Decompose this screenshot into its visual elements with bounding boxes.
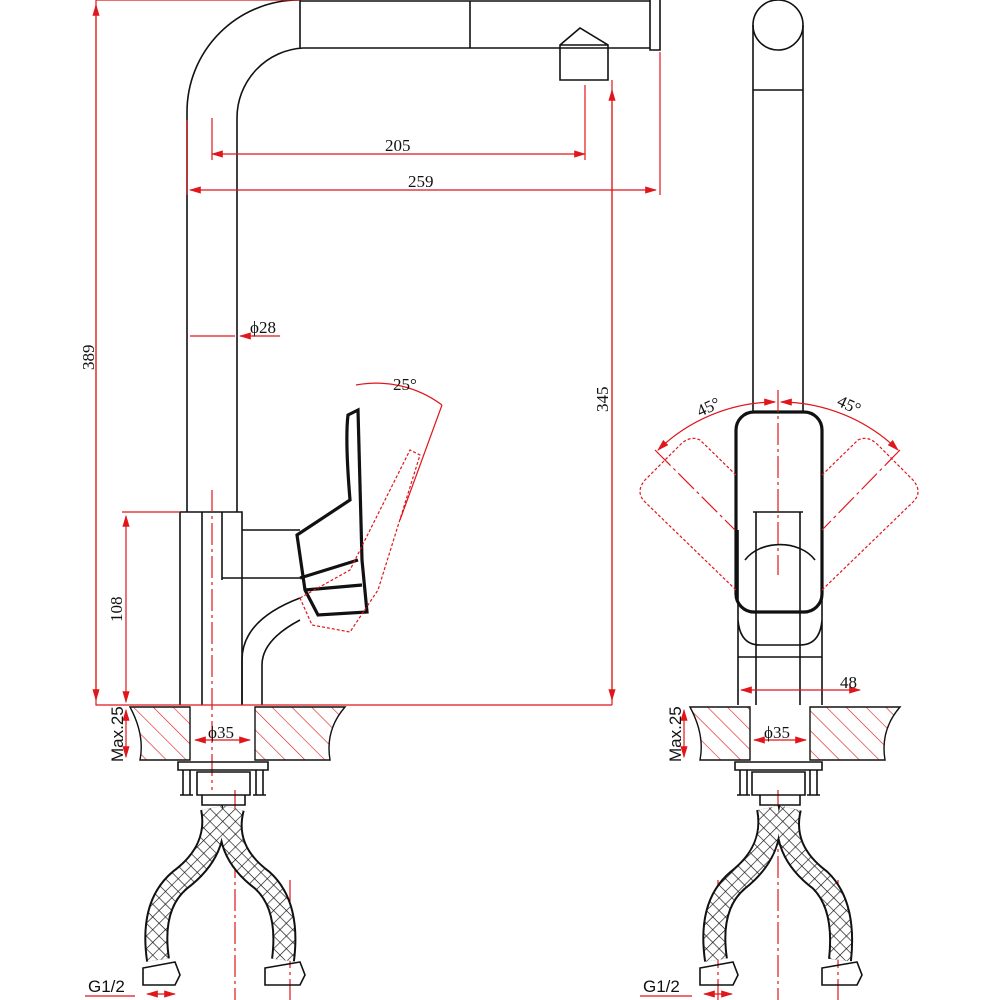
dim-deck-thickness: Max.25 <box>108 706 127 762</box>
braided-hose-front-pattern <box>704 805 852 962</box>
deck-section <box>128 706 347 761</box>
mounting-kit-front <box>734 761 823 806</box>
spout-horizontal <box>299 0 661 51</box>
dim-deck-thickness-front: Max.25 <box>666 706 685 762</box>
spout-top <box>752 0 804 51</box>
center-lines-front <box>654 390 901 1000</box>
braided-hose-pattern <box>146 805 295 962</box>
dimension-extension-reach <box>186 52 661 195</box>
dim-thread-front: G1/2 <box>643 977 680 996</box>
side-view: 205 259 389 345 ϕ28 25° 108 Max.25 ϕ35 G… <box>79 0 661 1000</box>
dim-spout-reach: 205 <box>385 136 411 155</box>
dim-total-height: 389 <box>79 345 98 371</box>
outlet-pipe <box>241 597 301 705</box>
dim-angle-right: 45° <box>834 391 864 418</box>
dim-angle-left: 45° <box>694 393 724 420</box>
dim-hole-diameter: ϕ35 <box>208 723 234 742</box>
hose-nut-front <box>699 961 863 986</box>
dim-hole-diameter-front: ϕ35 <box>764 723 790 742</box>
handle-tilted-ghost <box>299 449 421 633</box>
body <box>179 511 300 705</box>
front-view: 45° 45° 48 Max.25 ϕ35 G1/2 <box>639 0 919 1000</box>
mounting-kit <box>177 761 269 806</box>
dimension-arc-handle-angle <box>355 382 443 521</box>
body-front <box>737 511 823 705</box>
dim-spout-diameter: ϕ28 <box>250 318 276 337</box>
dim-total-reach: 259 <box>408 172 434 191</box>
dimension-arc-right <box>779 398 899 451</box>
dimension-extension-lines <box>95 0 613 706</box>
dim-body-width: 48 <box>840 673 857 692</box>
handle-rotated-right <box>821 437 919 591</box>
dim-handle-angle: 25° <box>393 375 417 394</box>
dimension-arc-left <box>657 398 777 451</box>
spout-column <box>752 25 804 412</box>
dim-body-height: 108 <box>107 597 126 623</box>
dim-thread: G1/2 <box>88 977 125 996</box>
handle-front <box>734 410 824 614</box>
deck-section-front <box>688 706 902 761</box>
spout-outline <box>186 0 304 512</box>
handle-rotated-left <box>639 437 737 591</box>
handle-lever <box>295 407 369 617</box>
hose-nut <box>142 961 306 986</box>
aerator <box>559 27 609 81</box>
dim-outlet-height: 345 <box>593 387 612 413</box>
